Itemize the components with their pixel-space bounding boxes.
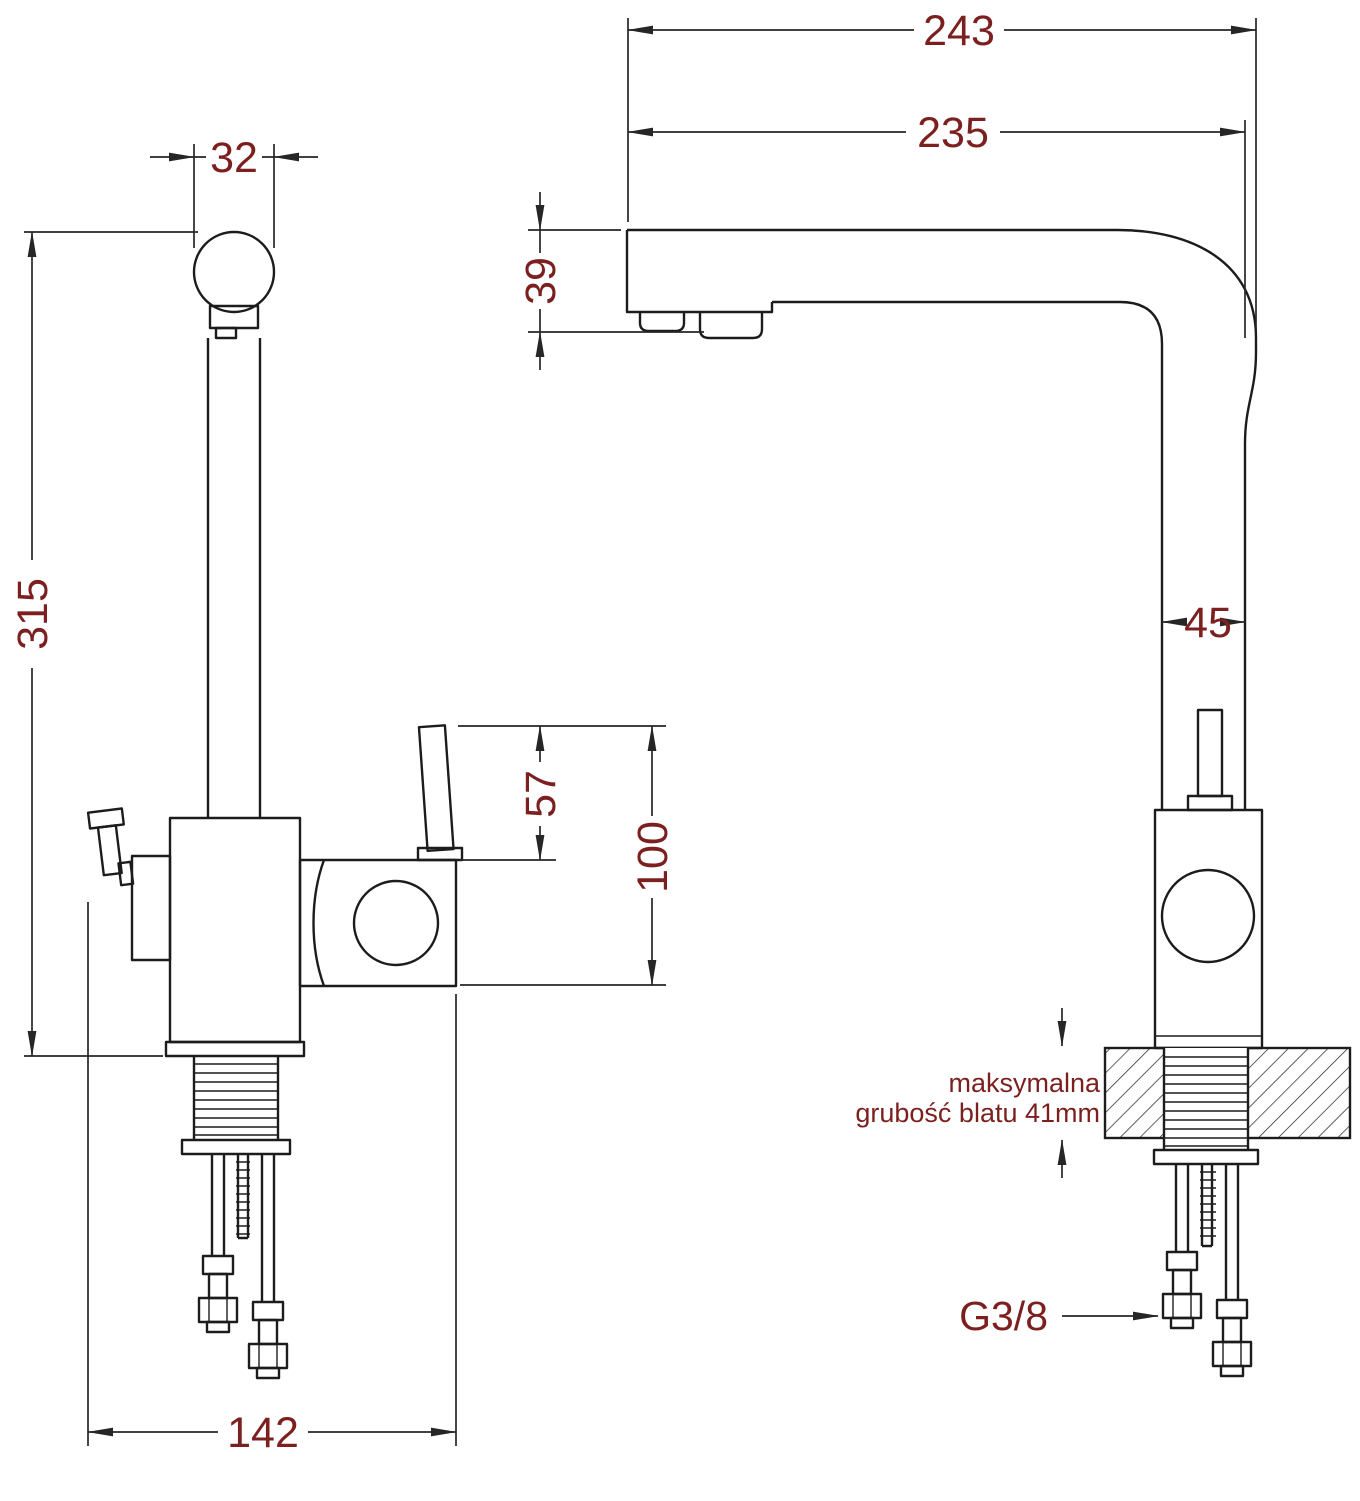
dim-142-label: 142: [227, 1409, 299, 1457]
dim-243-label: 243: [923, 7, 995, 55]
dim-235-label: 235: [917, 109, 989, 157]
dim-57-label: 57: [517, 770, 565, 818]
mixer-lever: [417, 724, 455, 853]
side-view-faucet: [625, 228, 1352, 1378]
front-view-faucet: [86, 230, 464, 1380]
supply-hoses-side: [1161, 1164, 1253, 1378]
dimension-annotations: 243 235 32 39 315 45 57: [9, 7, 1257, 1457]
dim-45-label: 45: [1184, 599, 1232, 647]
counter-note-line1: maksymalna: [948, 1068, 1101, 1098]
side-lever: [1186, 708, 1234, 812]
dim-315-label: 315: [9, 578, 57, 650]
thread-size-label: G3/8: [959, 1293, 1048, 1339]
dim-39-label: 39: [517, 257, 565, 305]
supply-hoses-front: [197, 1154, 289, 1380]
counter-note-line2: grubość blatu 41mm: [855, 1098, 1100, 1128]
dim-100-label: 100: [629, 821, 677, 893]
filter-lever: [86, 807, 135, 887]
dim-32-label: 32: [210, 134, 258, 182]
